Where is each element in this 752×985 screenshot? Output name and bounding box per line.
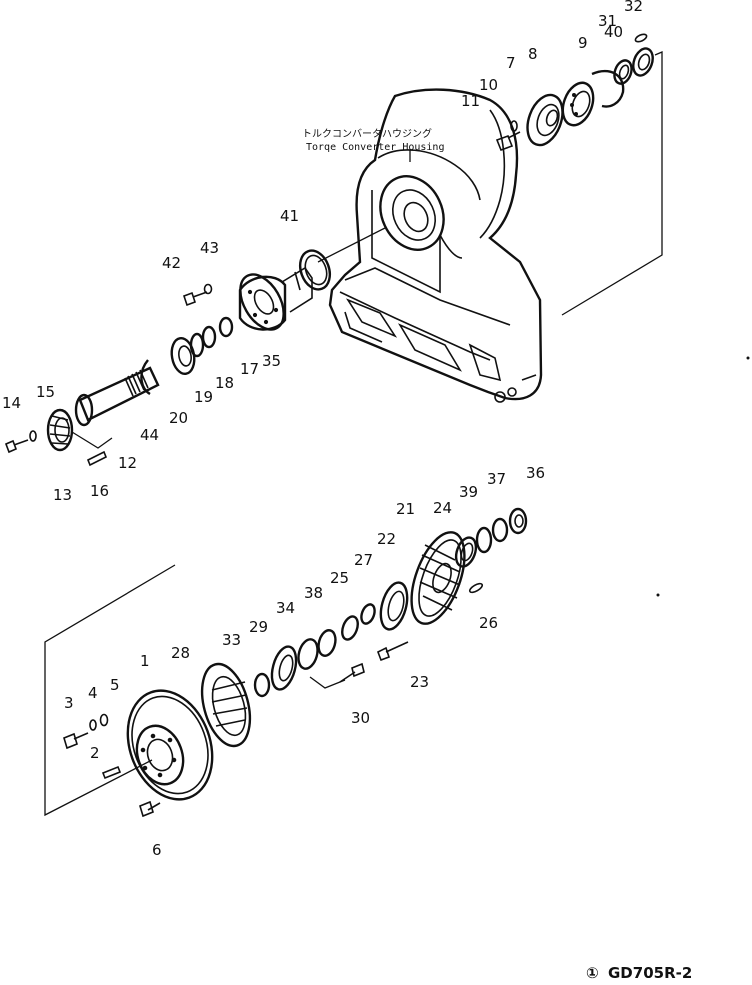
torque-converter-housing — [328, 88, 543, 403]
nut-36 — [508, 507, 528, 535]
bolt-42 — [182, 291, 208, 307]
callout-12: 12 — [118, 454, 137, 472]
callout-35: 35 — [262, 352, 281, 370]
callout-18: 18 — [215, 374, 234, 392]
callout-27: 27 — [354, 551, 373, 569]
bearing-20 — [170, 336, 196, 376]
callout-38: 38 — [304, 584, 323, 602]
callout-7: 7 — [506, 54, 516, 72]
bushing-34 — [297, 638, 319, 670]
callout-40: 40 — [604, 23, 623, 41]
washer-5 — [99, 713, 109, 727]
callout-34: 34 — [276, 599, 295, 617]
callout-19: 19 — [194, 388, 213, 406]
callout-29: 29 — [249, 618, 268, 636]
snap-ring-44 — [140, 359, 151, 396]
callout-3: 3 — [64, 694, 74, 712]
callout-24: 24 — [433, 499, 452, 517]
bolt-11 — [495, 131, 521, 152]
scan-dot — [656, 593, 660, 597]
callout-43: 43 — [200, 239, 219, 257]
washer-43 — [203, 283, 213, 295]
bolt-6 — [139, 800, 161, 818]
callout-11: 11 — [461, 92, 480, 110]
washer-15 — [29, 430, 37, 442]
ring-33 — [253, 672, 271, 698]
callout-31: 31 — [598, 12, 617, 30]
callout-13: 13 — [53, 486, 72, 504]
callout-23: 23 — [410, 673, 429, 691]
callout-41: 41 — [280, 207, 299, 225]
drawing-code: ① GD705R-2 — [586, 964, 692, 982]
disc-1 — [126, 689, 214, 801]
snap-ring-9 — [591, 69, 625, 108]
key-26 — [468, 582, 484, 594]
ring-41 — [298, 249, 332, 291]
callout-6: 6 — [152, 841, 162, 859]
washer-37 — [491, 517, 509, 543]
bolt-14 — [4, 439, 29, 454]
callout-16: 16 — [90, 482, 109, 500]
washer-4 — [89, 719, 97, 731]
callout-15: 15 — [36, 383, 55, 401]
callout-44: 44 — [140, 426, 159, 444]
bearing-29 — [270, 645, 298, 691]
callout-4: 4 — [88, 684, 98, 702]
ring-18 — [201, 325, 217, 349]
callout-5: 5 — [110, 676, 120, 694]
assembly-lines — [44, 51, 663, 817]
callout-42: 42 — [162, 254, 181, 272]
callout-21: 21 — [396, 500, 415, 518]
key-32 — [634, 33, 648, 43]
callout-2: 2 — [90, 744, 100, 762]
scan-dot — [746, 356, 750, 360]
bearing-22 — [379, 581, 409, 631]
callout-37: 37 — [487, 470, 506, 488]
callout-25: 25 — [330, 569, 349, 587]
housing-label: トルクコンバータハウジング Torqe Converter Housing — [302, 127, 444, 153]
callout-32: 32 — [624, 0, 643, 15]
housing-label-en: Torqe Converter Housing — [306, 142, 444, 153]
ring-27 — [360, 603, 376, 625]
callout-9: 9 — [578, 34, 588, 52]
callout-1: 1 — [140, 652, 150, 670]
ring-39 — [475, 526, 493, 554]
callout-10: 10 — [479, 76, 498, 94]
drawing-code-symbol: ① — [586, 964, 599, 982]
ring-38 — [317, 629, 337, 657]
callout-20: 20 — [169, 409, 188, 427]
gear-28 — [200, 662, 252, 748]
bearing-cover-7 — [526, 93, 564, 147]
callout-39: 39 — [459, 483, 478, 501]
callout-numbers: 1 2 3 4 5 6 7 8 9 10 11 12 13 14 15 16 1… — [2, 0, 643, 859]
shaft-12 — [74, 366, 160, 427]
callout-22: 22 — [377, 530, 396, 548]
callout-30: 30 — [351, 709, 370, 727]
gear-13 — [46, 408, 74, 452]
seal-40 — [613, 59, 633, 85]
bolt-3 — [63, 732, 89, 750]
ring-17 — [218, 316, 234, 338]
ring-25 — [341, 615, 359, 641]
bolt-23 — [376, 641, 409, 662]
callout-26: 26 — [479, 614, 498, 632]
pin-16 — [86, 450, 108, 467]
callout-33: 33 — [222, 631, 241, 649]
callout-36: 36 — [526, 464, 545, 482]
drawing-code-text: GD705R-2 — [608, 964, 692, 982]
pin-2 — [101, 765, 122, 780]
housing-label-jp: トルクコンバータハウジング — [302, 127, 432, 140]
bearing-8 — [561, 81, 595, 127]
bushing-24 — [454, 536, 478, 568]
callout-28: 28 — [171, 644, 190, 662]
bushing-31 — [632, 47, 654, 77]
gear-21 — [410, 531, 466, 625]
washer-10 — [510, 120, 518, 132]
bolt-30 — [339, 662, 365, 683]
callout-8: 8 — [528, 45, 538, 63]
callout-14: 14 — [2, 394, 21, 412]
callout-17: 17 — [240, 360, 259, 378]
flange-35 — [238, 266, 313, 331]
